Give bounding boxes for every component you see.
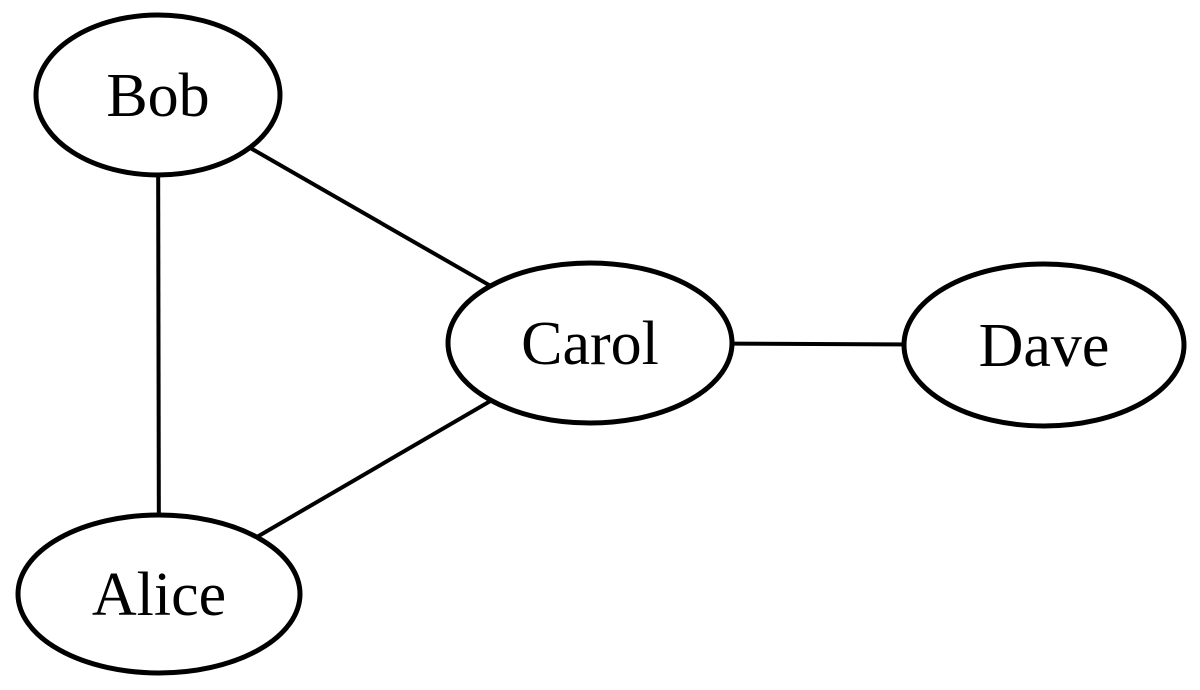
node-carol: Carol <box>445 260 735 426</box>
node-carol-label: Carol <box>521 310 659 378</box>
node-dave-label: Dave <box>979 312 1110 380</box>
node-dave: Dave <box>901 261 1187 429</box>
node-bob-ellipse <box>33 12 283 178</box>
node-alice-ellipse <box>15 512 303 676</box>
node-alice: Alice <box>15 512 303 676</box>
edge-bob-alice <box>156 94 161 595</box>
node-carol-ellipse <box>445 260 735 426</box>
node-dave-ellipse <box>901 261 1187 429</box>
node-alice-label: Alice <box>92 561 226 629</box>
node-bob-label: Bob <box>106 62 209 130</box>
node-bob: Bob <box>33 12 283 178</box>
